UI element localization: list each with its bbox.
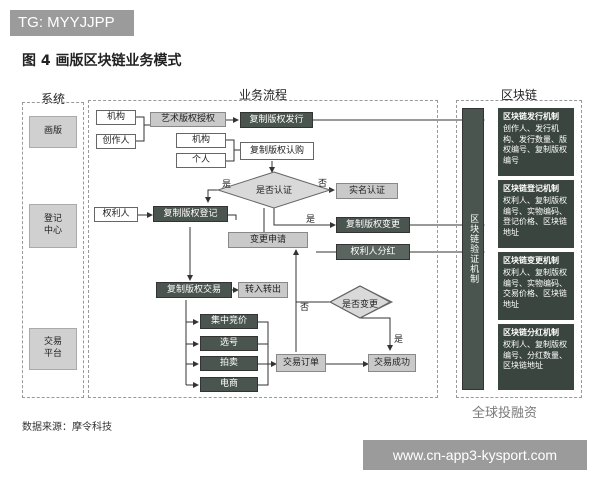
process-panel bbox=[88, 100, 438, 398]
chain-dividend-title: 区块链分红机制 bbox=[503, 328, 559, 337]
overlay-tag: TG: MYYJJPP bbox=[10, 10, 134, 36]
data-source: 数据来源：摩令科技 bbox=[22, 422, 112, 433]
is-verified-label: 是否认证 bbox=[255, 186, 292, 196]
system-registry: 登记 中心 bbox=[29, 204, 77, 248]
blockchain-panel bbox=[456, 100, 582, 398]
chain-registry-body: 权利人、复制版权编号、实物编码、登记价格、区块链地址 bbox=[503, 195, 567, 238]
chain-issue-title: 区块链发行机制 bbox=[503, 112, 559, 121]
verify-bar: 区块链验证机制 bbox=[462, 108, 484, 390]
no-label-1: 否 bbox=[318, 179, 328, 189]
change-request-box: 变更申请 bbox=[228, 232, 308, 248]
bid-box: 拍卖 bbox=[200, 356, 258, 371]
institution2-box: 机构 bbox=[176, 133, 226, 148]
figure-title: 图 4 画版区块链业务模式 bbox=[22, 53, 182, 69]
change-box: 复制版权变更 bbox=[336, 217, 410, 233]
chain-dividend-card: 区块链分红机制 权利人、复制版权编号、分红数量、区块链地址 bbox=[498, 324, 574, 390]
watermark: 全球投融资 bbox=[472, 406, 538, 421]
purchase-box: 复制版权认购 bbox=[240, 142, 314, 160]
selection-box: 选号 bbox=[200, 336, 258, 351]
column-process-header: 业务流程 bbox=[238, 88, 287, 102]
is-changed-label: 是否变更 bbox=[341, 300, 378, 310]
yes-label-2: 是 bbox=[306, 215, 316, 225]
trading-box: 复制版权交易 bbox=[156, 282, 232, 298]
system-panel bbox=[22, 102, 84, 398]
system-painting: 画版 bbox=[29, 116, 77, 148]
chain-change-title: 区块链变更机制 bbox=[503, 256, 559, 265]
chain-dividend-body: 权利人、复制版权编号、分红数量、区块链地址 bbox=[503, 339, 567, 371]
transfer-box: 转入转出 bbox=[238, 282, 288, 298]
chain-issue-card: 区块链发行机制 创作人、发行机构、发行数量、版权编号、复制版权编号 bbox=[498, 108, 574, 176]
dividend-box: 权利人分红 bbox=[336, 244, 410, 260]
chain-registry-title: 区块链登记机制 bbox=[503, 184, 559, 193]
chain-change-card: 区块链变更机制 权利人、复制版权编号、实物编码、交易价格、区块链地址 bbox=[498, 252, 574, 320]
url-banner: www.cn-app3-kysport.com bbox=[363, 440, 587, 470]
auction-box: 集中竞价 bbox=[200, 314, 258, 329]
registration-box: 复制版权登记 bbox=[153, 206, 228, 222]
chain-change-body: 权利人、复制版权编号、实物编码、交易价格、区块链地址 bbox=[503, 267, 567, 310]
system-trading: 交易 平台 bbox=[29, 328, 77, 370]
yes-label-3: 是 bbox=[394, 335, 404, 345]
institution-box: 机构 bbox=[96, 110, 136, 125]
ecommerce-box: 电商 bbox=[200, 377, 258, 392]
success-box: 交易成功 bbox=[368, 354, 416, 372]
creator-box: 创作人 bbox=[96, 134, 136, 149]
real-name-box: 实名认证 bbox=[336, 183, 398, 199]
issue-box: 复制版权发行 bbox=[240, 112, 313, 128]
chain-registry-card: 区块链登记机制 权利人、复制版权编号、实物编码、登记价格、区块链地址 bbox=[498, 180, 574, 248]
yes-label-1: 是 bbox=[222, 180, 232, 190]
art-copyright-box: 艺术版权授权 bbox=[150, 112, 226, 127]
column-blockchain-header: 区块链 bbox=[500, 88, 537, 102]
rights-holder-box: 权利人 bbox=[94, 207, 138, 222]
order-box: 交易订单 bbox=[276, 354, 326, 372]
chain-issue-body: 创作人、发行机构、发行数量、版权编号、复制版权编号 bbox=[503, 123, 567, 166]
no-label-2: 否 bbox=[300, 303, 310, 313]
individual-box: 个人 bbox=[176, 153, 226, 168]
